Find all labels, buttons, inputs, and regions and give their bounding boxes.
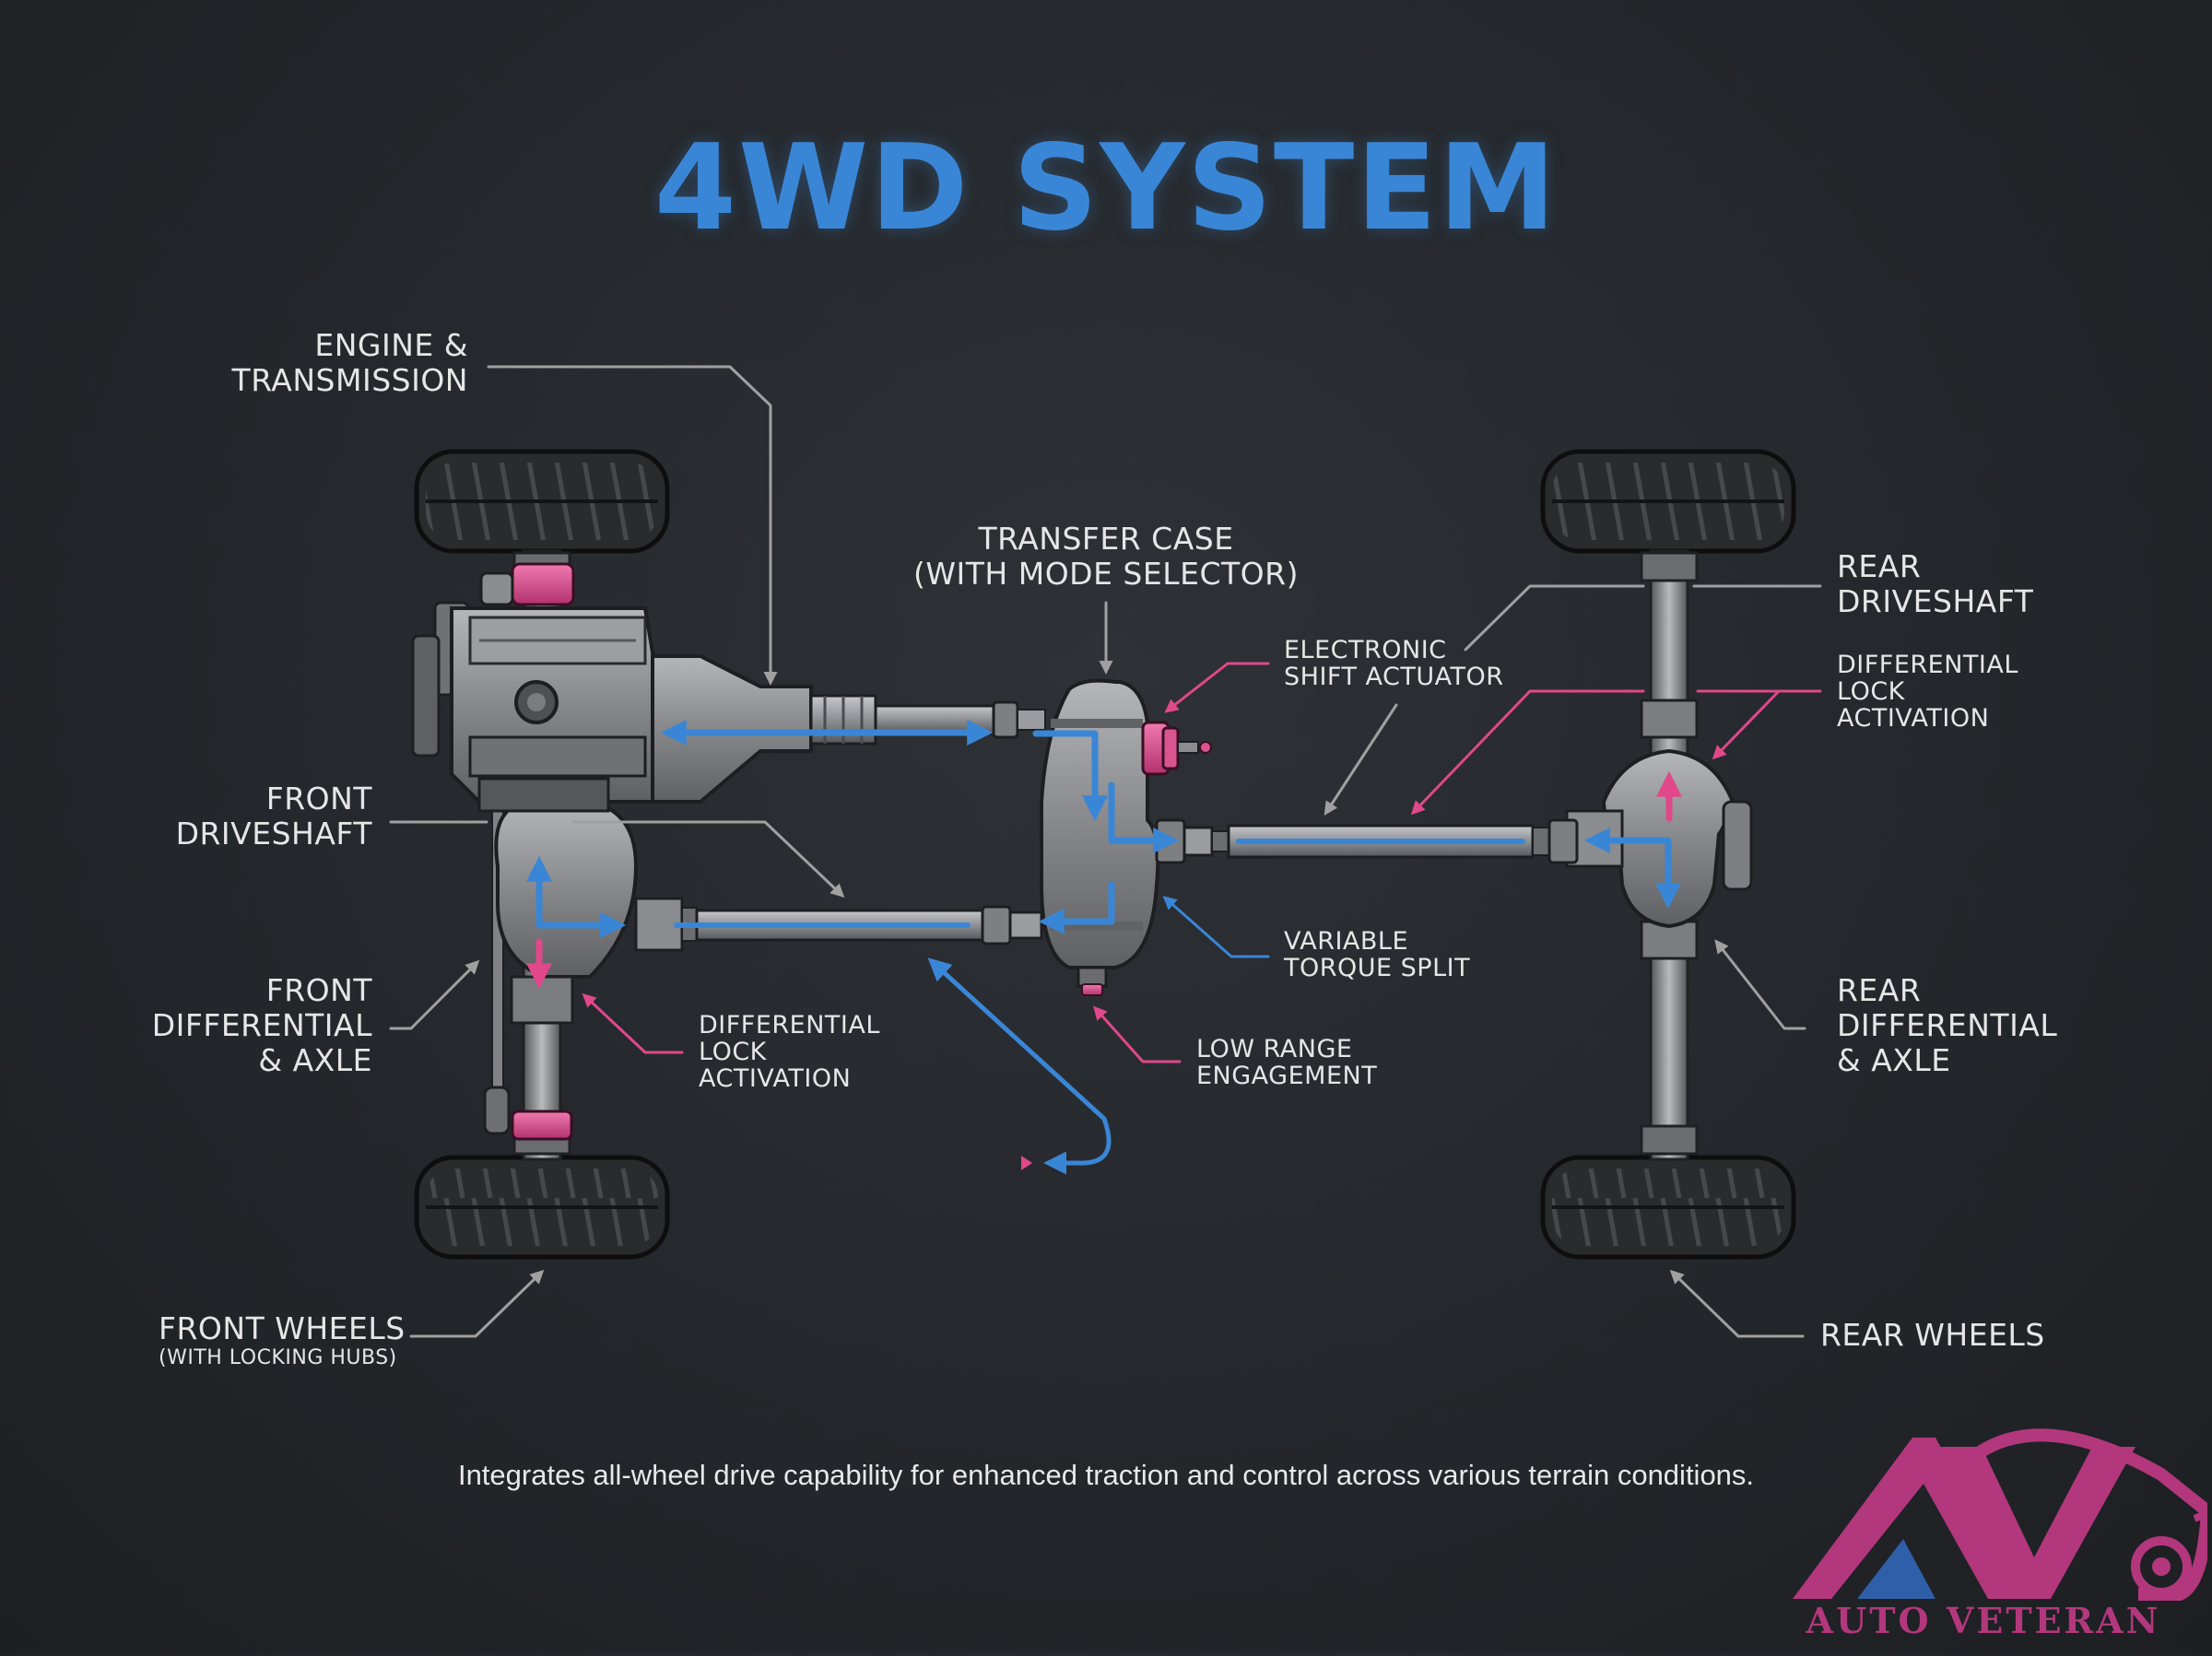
label-front-driveshaft: FRONT DRIVESHAFT <box>175 781 372 851</box>
label-low-range-engagement: LOW RANGE ENGAGEMENT <box>1196 1035 1378 1090</box>
power-flow-arrows <box>526 720 1681 1175</box>
rear-right-tire <box>1540 1155 1796 1260</box>
front-right-tire <box>414 1155 670 1260</box>
leader-lines <box>389 365 1822 1338</box>
label-rear-wheels: REAR WHEELS <box>1820 1317 2045 1353</box>
engine-block <box>411 562 656 813</box>
front-differential <box>494 800 684 1025</box>
lock-activation-arrows <box>526 770 1682 990</box>
label-front-differential-axle: FRONT DIFFERENTIAL & AXLE <box>151 972 372 1078</box>
label-variable-torque-split: VARIABLE TORQUE SPLIT <box>1284 927 1471 982</box>
label-front-wheels: FRONT WHEELS (WITH LOCKING HUBS) <box>159 1310 406 1370</box>
auto-veteran-logo <box>1793 1428 2207 1601</box>
front-left-tire <box>414 449 670 554</box>
label-rear-driveshaft: REAR DRIVESHAFT <box>1837 548 2034 619</box>
label-rear-differential-axle: REAR DIFFERENTIAL & AXLE <box>1837 972 2058 1078</box>
caption: Integrates all-wheel drive capability fo… <box>457 1459 1755 1491</box>
label-differential-lock-rear: DIFFERENTIAL LOCK ACTIVATION <box>1837 651 2018 733</box>
locking-hub-bottom <box>511 1110 573 1141</box>
label-transfer-case: TRANSFER CASE (WITH MODE SELECTOR) <box>913 521 1299 592</box>
transmission <box>651 654 877 804</box>
shift-actuator <box>1141 721 1212 776</box>
logo-text: AUTO VETERAN <box>1806 1600 2161 1641</box>
low-range-plug <box>1081 983 1103 996</box>
rear-left-tire <box>1540 449 1796 554</box>
label-differential-lock-front: DIFFERENTIAL LOCK ACTIVATION <box>699 1011 880 1093</box>
label-electronic-shift-actuator: ELECTRONIC SHIFT ACTUATOR <box>1284 636 1504 691</box>
page-title: 4WD SYSTEM <box>653 120 1559 257</box>
label-engine-transmission: ENGINE & TRANSMISSION <box>231 327 468 398</box>
transfer-case <box>1040 678 1160 996</box>
